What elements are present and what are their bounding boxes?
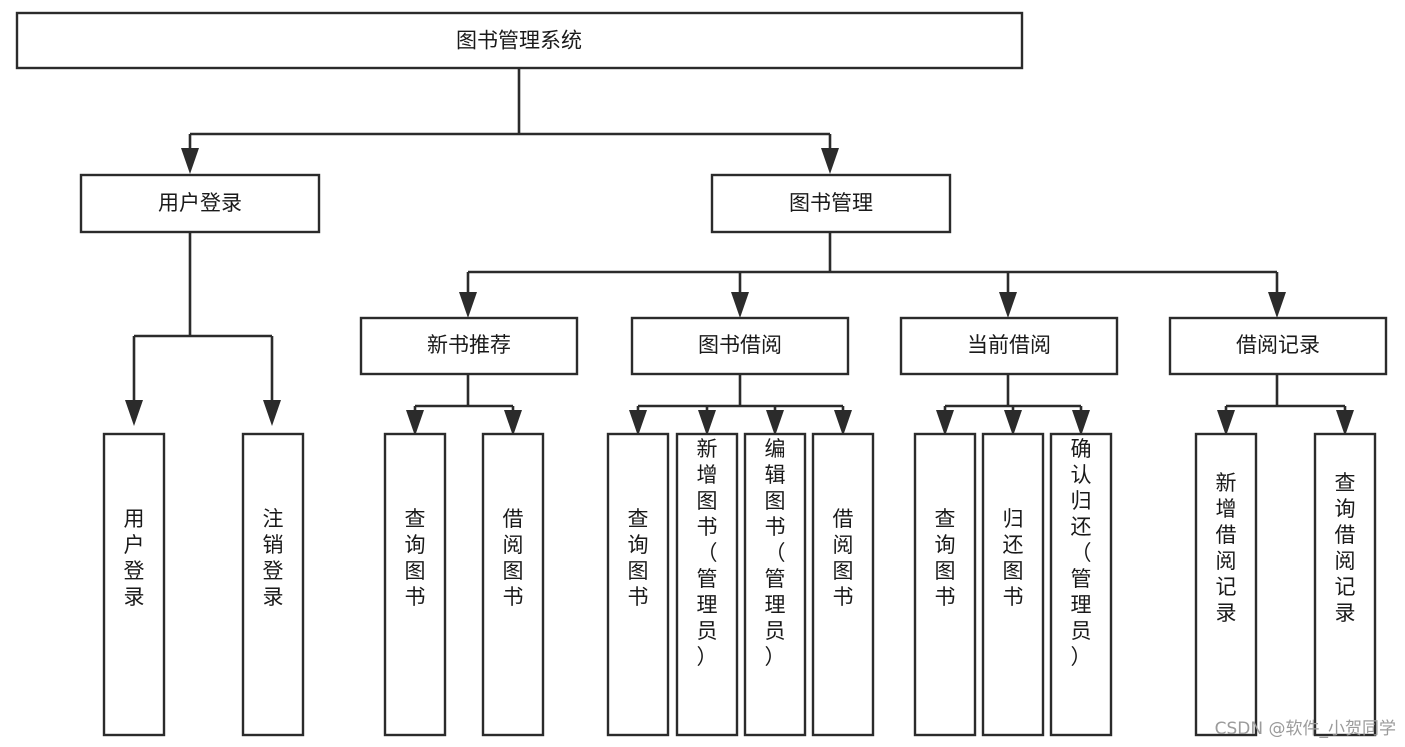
node-current-borrow[interactable]: 当前借阅 bbox=[899, 316, 1119, 376]
arrow-leaf-confirm-return bbox=[1072, 410, 1090, 436]
arrow-leaf-query-book-2 bbox=[629, 410, 647, 436]
node-borrow-record-label: 借阅记录 bbox=[1236, 333, 1320, 357]
leaf-query-book-1[interactable]: 查询图书 bbox=[383, 432, 447, 737]
arrow-leaf-query-record bbox=[1336, 410, 1354, 436]
leaf-add-book[interactable]: 新增图书（管理员） bbox=[675, 432, 739, 737]
arrow-leaf-edit-book bbox=[766, 410, 784, 436]
arrow-current-borrow bbox=[999, 292, 1017, 318]
csdn-watermark: CSDN @软件_小贺同学 bbox=[1215, 719, 1396, 739]
leaf-return-book-label: 归还图书 bbox=[1003, 507, 1024, 609]
leaf-query-book-2-label: 查询图书 bbox=[628, 507, 649, 609]
leaf-query-book-3-label: 查询图书 bbox=[935, 507, 956, 609]
arrow-leaf-user-login bbox=[125, 400, 143, 426]
arrow-leaf-query-book-3 bbox=[936, 410, 954, 436]
leaf-query-book-3[interactable]: 查询图书 bbox=[913, 432, 977, 737]
leaf-edit-book[interactable]: 编辑图书（管理员） bbox=[743, 432, 807, 737]
arrow-leaf-add-book bbox=[698, 410, 716, 436]
leaf-add-book-label: 新增图书（管理员） bbox=[697, 437, 718, 669]
leaf-confirm-return-label: 确认归还（管理员） bbox=[1071, 437, 1092, 669]
arrow-leaf-return-book bbox=[1004, 410, 1022, 436]
leaf-query-book-2[interactable]: 查询图书 bbox=[606, 432, 670, 737]
node-current-borrow-label: 当前借阅 bbox=[967, 333, 1051, 357]
leaf-add-record-label: 新增借阅记录 bbox=[1216, 471, 1237, 625]
leaf-user-login[interactable]: 用户登录 bbox=[102, 432, 166, 737]
leaf-query-record[interactable]: 查询借阅记录 bbox=[1313, 432, 1377, 737]
arrow-book-borrow bbox=[731, 292, 749, 318]
node-borrow-record[interactable]: 借阅记录 bbox=[1168, 316, 1388, 376]
node-book-borrow[interactable]: 图书借阅 bbox=[630, 316, 850, 376]
arrow-borrow-record bbox=[1268, 292, 1286, 318]
node-root[interactable]: 图书管理系统 bbox=[15, 11, 1024, 70]
arrow-leaf-add-record bbox=[1217, 410, 1235, 436]
node-book-management[interactable]: 图书管理 bbox=[710, 173, 952, 234]
leaf-logout-login-label: 注销登录 bbox=[263, 507, 284, 609]
connector-layer bbox=[125, 68, 1354, 436]
node-book-borrow-label: 图书借阅 bbox=[698, 333, 782, 357]
leaf-borrow-book-2[interactable]: 借阅图书 bbox=[811, 432, 875, 737]
node-user-login[interactable]: 用户登录 bbox=[79, 173, 321, 234]
node-new-book-recommend[interactable]: 新书推荐 bbox=[359, 316, 579, 376]
leaf-user-login-label: 用户登录 bbox=[124, 507, 145, 609]
leaf-return-book[interactable]: 归还图书 bbox=[981, 432, 1045, 737]
arrow-book-management bbox=[821, 148, 839, 174]
leaf-logout-login[interactable]: 注销登录 bbox=[241, 432, 305, 737]
node-book-management-label: 图书管理 bbox=[789, 191, 873, 215]
leaf-query-record-label: 查询借阅记录 bbox=[1335, 471, 1356, 625]
arrow-new-book-recommend bbox=[459, 292, 477, 318]
leaf-borrow-book-1-label: 借阅图书 bbox=[503, 507, 524, 609]
leaf-query-book-1-label: 查询图书 bbox=[405, 507, 426, 609]
node-user-login-label: 用户登录 bbox=[158, 191, 242, 215]
arrow-leaf-borrow-book-2 bbox=[834, 410, 852, 436]
arrow-leaf-borrow-book-1 bbox=[504, 410, 522, 436]
leaf-edit-book-label: 编辑图书（管理员） bbox=[765, 437, 786, 669]
arrow-leaf-logout-login bbox=[263, 400, 281, 426]
arrow-user-login bbox=[181, 148, 199, 174]
arrow-leaf-query-book-1 bbox=[406, 410, 424, 436]
node-root-label: 图书管理系统 bbox=[456, 29, 582, 53]
node-new-book-recommend-label: 新书推荐 bbox=[427, 333, 511, 357]
leaf-add-record[interactable]: 新增借阅记录 bbox=[1194, 432, 1258, 737]
leaf-borrow-book-1[interactable]: 借阅图书 bbox=[481, 432, 545, 737]
leaf-confirm-return[interactable]: 确认归还（管理员） bbox=[1049, 432, 1113, 737]
leaf-borrow-book-2-label: 借阅图书 bbox=[833, 507, 854, 609]
